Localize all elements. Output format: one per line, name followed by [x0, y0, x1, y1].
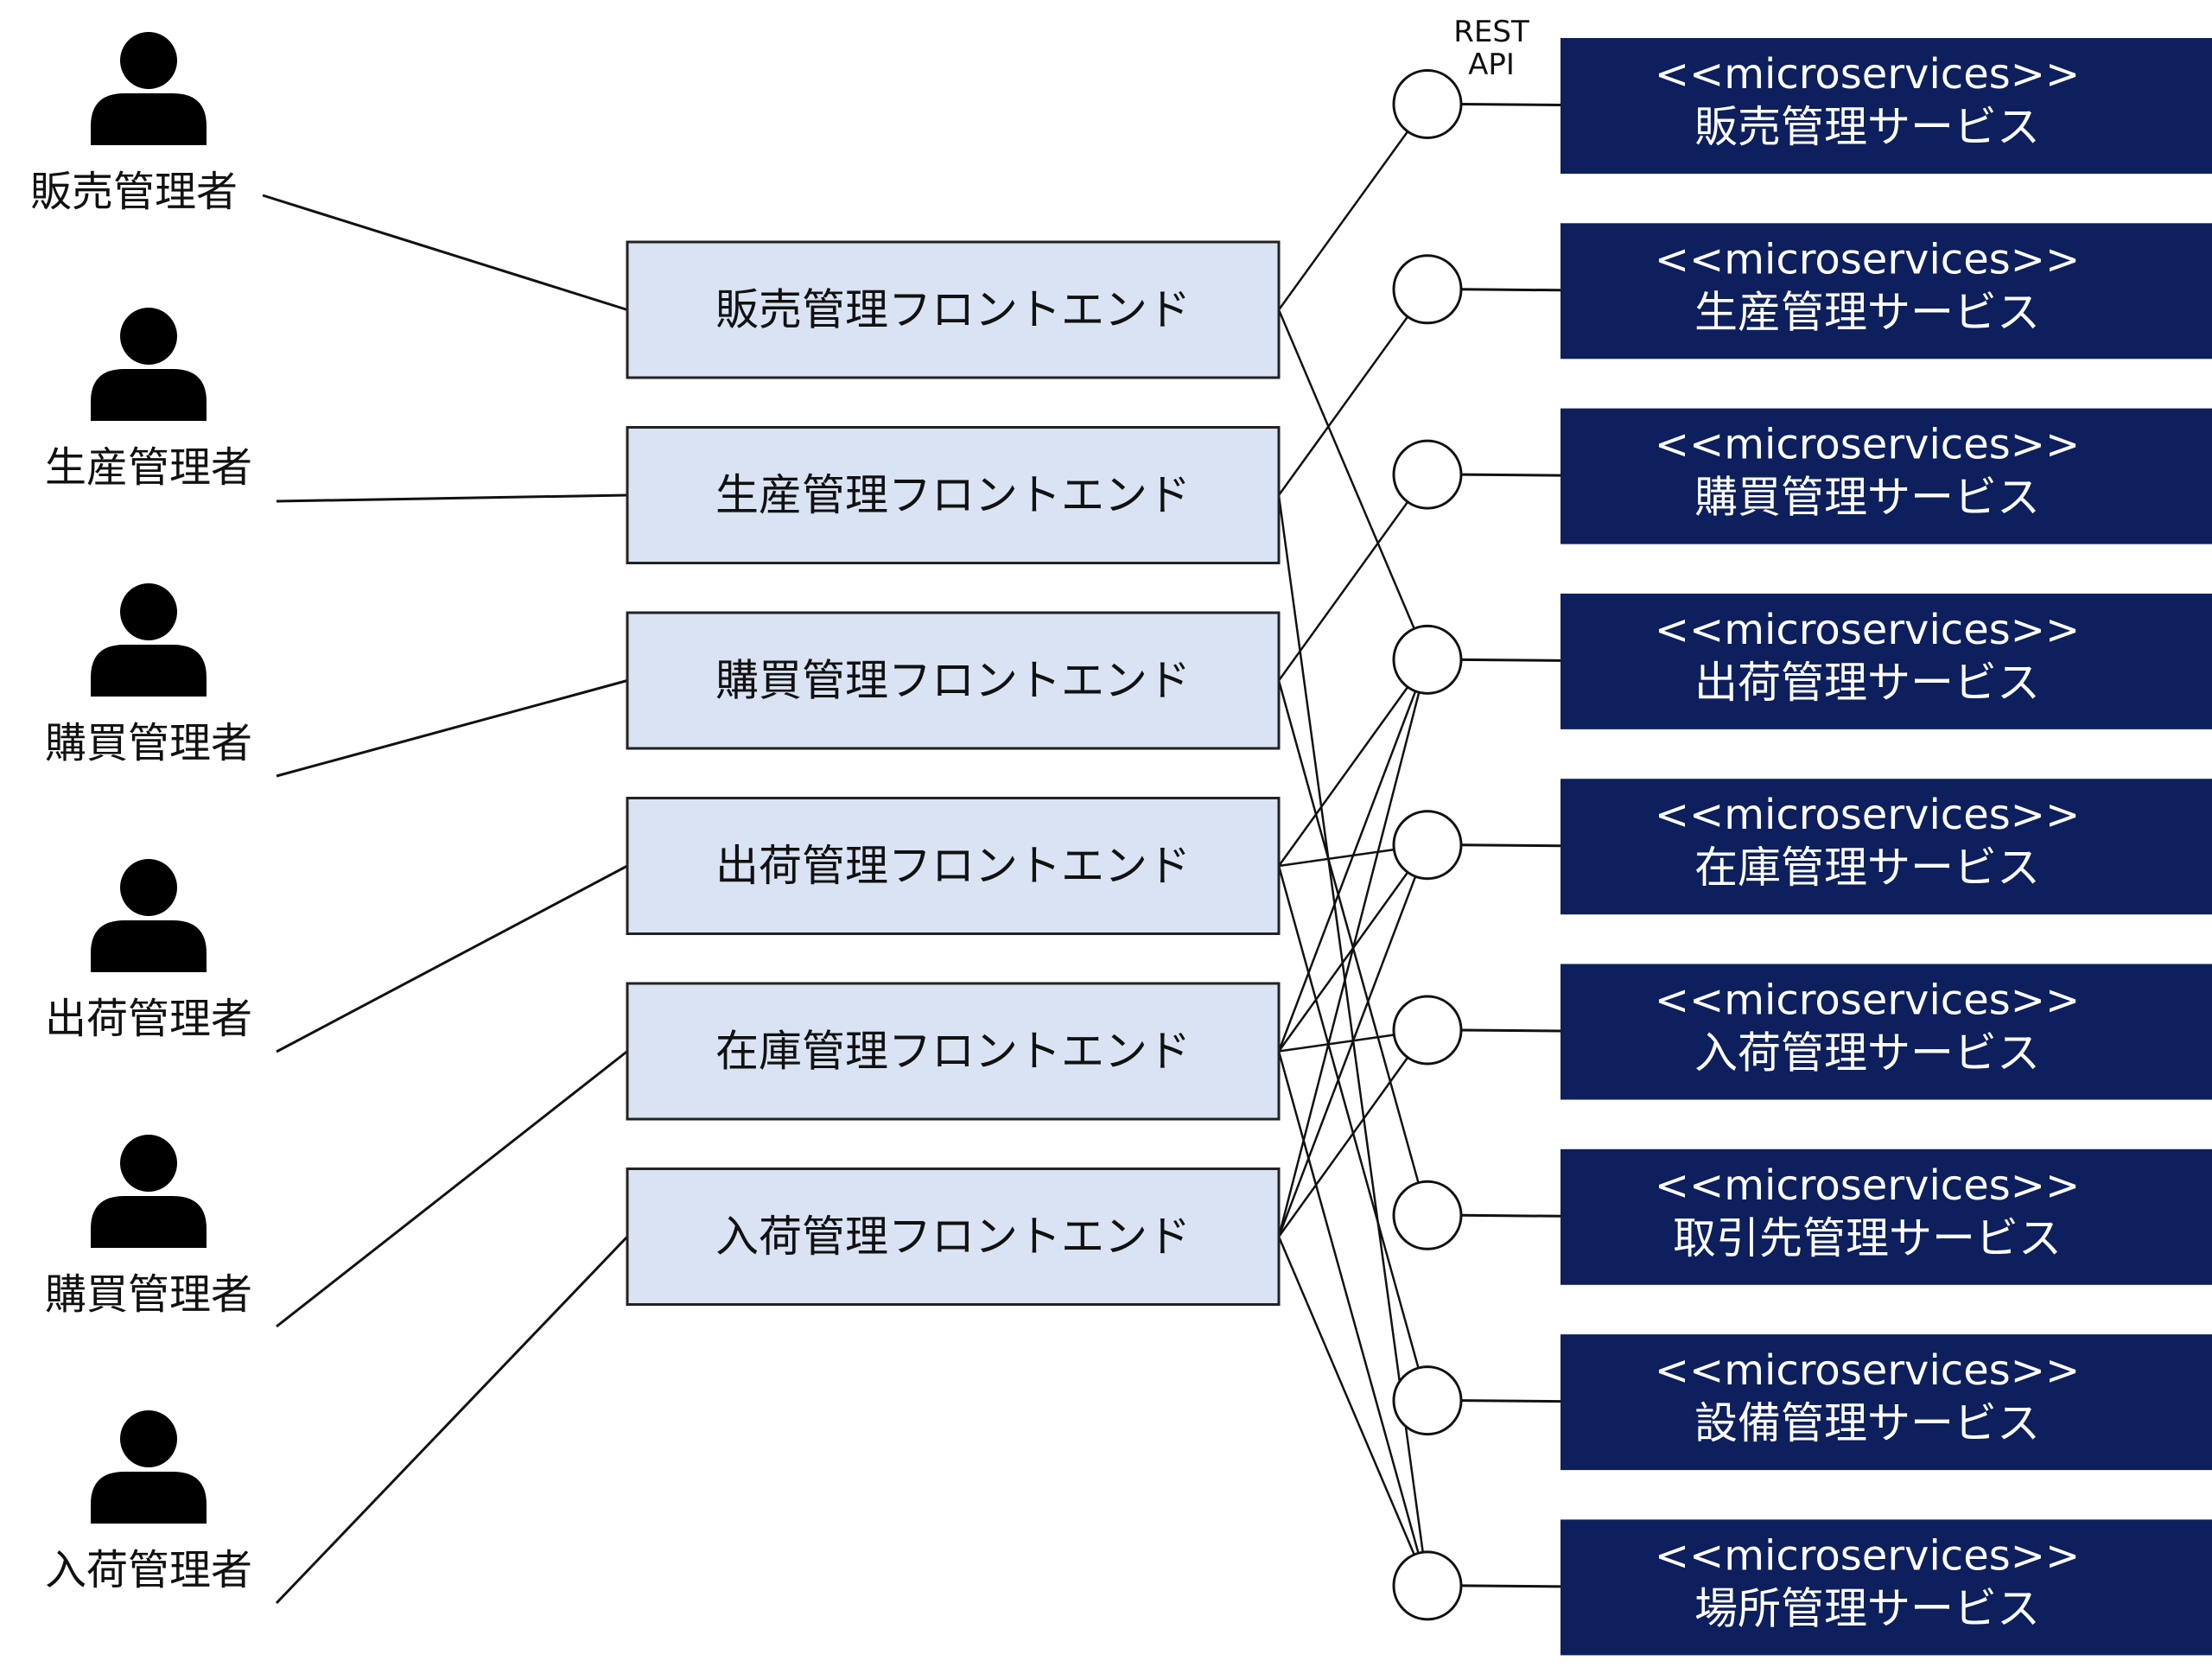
person-icon [91, 859, 207, 972]
service-box: <<microservices>>入荷管理サービス [1560, 964, 2212, 1100]
actor-frontend-connector [276, 679, 628, 778]
frontend-api-connector [1277, 1051, 1420, 1554]
service-name: 設備管理サービス [1694, 1398, 2040, 1448]
actor: 入荷管理者 [45, 1410, 252, 1594]
frontend-label: 購買管理フロントエンド [715, 656, 1191, 706]
service-stereotype: <<microservices>> [1655, 235, 2080, 283]
service-box: <<microservices>>設備管理サービス [1560, 1334, 2212, 1471]
service-box: <<microservices>>取引先管理サービス [1560, 1148, 2212, 1285]
service-name: 出荷管理サービス [1694, 658, 2040, 708]
service-stereotype: <<microservices>> [1655, 791, 2080, 839]
service-name: 販売管理サービス [1694, 102, 2040, 152]
frontend-api-connector [1277, 315, 1409, 496]
rest-api-label-line1: REST [1453, 15, 1529, 49]
service-name: 生産管理サービス [1694, 287, 2040, 337]
frontend-api-connector [1277, 865, 1420, 1369]
actor-label: 生産管理者 [45, 443, 252, 492]
frontend-box: 販売管理フロントエンド [626, 240, 1281, 379]
rest-interface-icon [1392, 1550, 1561, 1621]
service-stereotype: <<microservices>> [1655, 1161, 2080, 1210]
rest-interface-icon [1392, 810, 1561, 881]
frontend-box: 在庫管理フロントエンド [626, 982, 1281, 1121]
person-icon [91, 583, 207, 697]
service-name: 在庫管理サービス [1694, 843, 2040, 893]
frontend-api-connector [1277, 871, 1409, 1053]
frontend-api-connector [1277, 1056, 1409, 1238]
actor-label: 出荷管理者 [45, 995, 252, 1043]
actor-label: 購買管理者 [45, 719, 252, 767]
service-box: <<microservices>>購買管理サービス [1560, 408, 2212, 544]
rest-api-label: REST API [1453, 15, 1529, 82]
service-stereotype: <<microservices>> [1655, 421, 2080, 469]
frontend-api-connector [1277, 494, 1424, 1553]
frontend-api-connector [1277, 500, 1409, 682]
frontend-box: 生産管理フロントエンド [626, 426, 1281, 564]
service-box: <<microservices>>生産管理サービス [1560, 223, 2212, 359]
rest-interface-icon [1392, 624, 1561, 695]
actor-frontend-connector [276, 493, 628, 503]
rest-interface-icon [1392, 1365, 1561, 1436]
actor-label: 入荷管理者 [45, 1546, 252, 1594]
actor-frontend-connector [276, 1050, 628, 1328]
rest-interface-icon [1392, 1180, 1561, 1250]
person-icon [91, 1135, 207, 1248]
rest-interface-icon [1392, 69, 1561, 139]
service-layer: <<microservices>>販売管理サービス<<microservices… [1560, 38, 2212, 1656]
service-box: <<microservices>>場所管理サービス [1560, 1519, 2212, 1656]
frontend-api-connector [1277, 686, 1409, 867]
service-stereotype: <<microservices>> [1655, 606, 2080, 654]
service-name: 取引先管理サービス [1673, 1213, 2062, 1263]
frontend-label: 販売管理フロントエンド [715, 285, 1191, 335]
frontend-box: 購買管理フロントエンド [626, 611, 1281, 750]
service-name: 入荷管理サービス [1694, 1028, 2040, 1078]
actor: 購買管理者 [45, 1135, 252, 1319]
actor-label: 販売管理者 [30, 168, 238, 216]
frontend-layer: 販売管理フロントエンド生産管理フロントエンド購買管理フロントエンド出荷管理フロン… [626, 240, 1281, 1306]
service-stereotype: <<microservices>> [1655, 1346, 2080, 1395]
rest-interface-icon [1392, 439, 1561, 510]
frontend-api-connector [1277, 691, 1421, 1238]
frontend-label: 在庫管理フロントエンド [715, 1027, 1191, 1077]
actor: 販売管理者 [30, 32, 238, 216]
actor-frontend-connector [275, 1235, 629, 1605]
actor: 出荷管理者 [45, 859, 252, 1043]
service-box: <<microservices>>販売管理サービス [1560, 38, 2212, 174]
service-stereotype: <<microservices>> [1655, 50, 2080, 99]
actor: 生産管理者 [45, 308, 252, 492]
service-box: <<microservices>>在庫管理サービス [1560, 779, 2212, 915]
frontend-api-connector [1278, 848, 1395, 868]
actor-label: 購買管理者 [45, 1270, 252, 1319]
actor: 購買管理者 [45, 583, 252, 767]
actor-frontend-connector [276, 864, 628, 1053]
service-stereotype: <<microservices>> [1655, 1531, 2080, 1580]
person-icon [91, 308, 207, 421]
person-icon [91, 1410, 207, 1524]
frontend-label: 出荷管理フロントエンド [715, 841, 1191, 891]
service-name: 購買管理サービス [1694, 473, 2040, 523]
rest-interface-icon [1392, 995, 1561, 1066]
interface-layer [1392, 69, 1561, 1621]
frontend-api-connector [1277, 690, 1417, 1052]
frontend-box: 入荷管理フロントエンド [626, 1168, 1281, 1306]
rest-interface-icon [1392, 254, 1561, 325]
frontend-api-connector [1278, 1034, 1395, 1053]
connector-layer [262, 130, 1424, 1605]
person-icon [91, 32, 207, 145]
rest-api-label-line2: API [1468, 48, 1515, 82]
frontend-api-connector [1277, 680, 1420, 1184]
frontend-api-connector [1277, 309, 1415, 629]
frontend-label: 生産管理フロントエンド [715, 470, 1191, 520]
frontend-api-connector [1277, 130, 1409, 311]
service-name: 場所管理サービス [1694, 1583, 2040, 1633]
frontend-label: 入荷管理フロントエンド [715, 1212, 1191, 1262]
frontend-box: 出荷管理フロントエンド [626, 797, 1281, 935]
service-box: <<microservices>>出荷管理サービス [1560, 593, 2212, 729]
frontend-api-connector [1277, 875, 1417, 1238]
frontend-api-connector [1277, 1236, 1415, 1556]
actor-frontend-connector [262, 194, 628, 311]
service-stereotype: <<microservices>> [1655, 977, 2080, 1025]
